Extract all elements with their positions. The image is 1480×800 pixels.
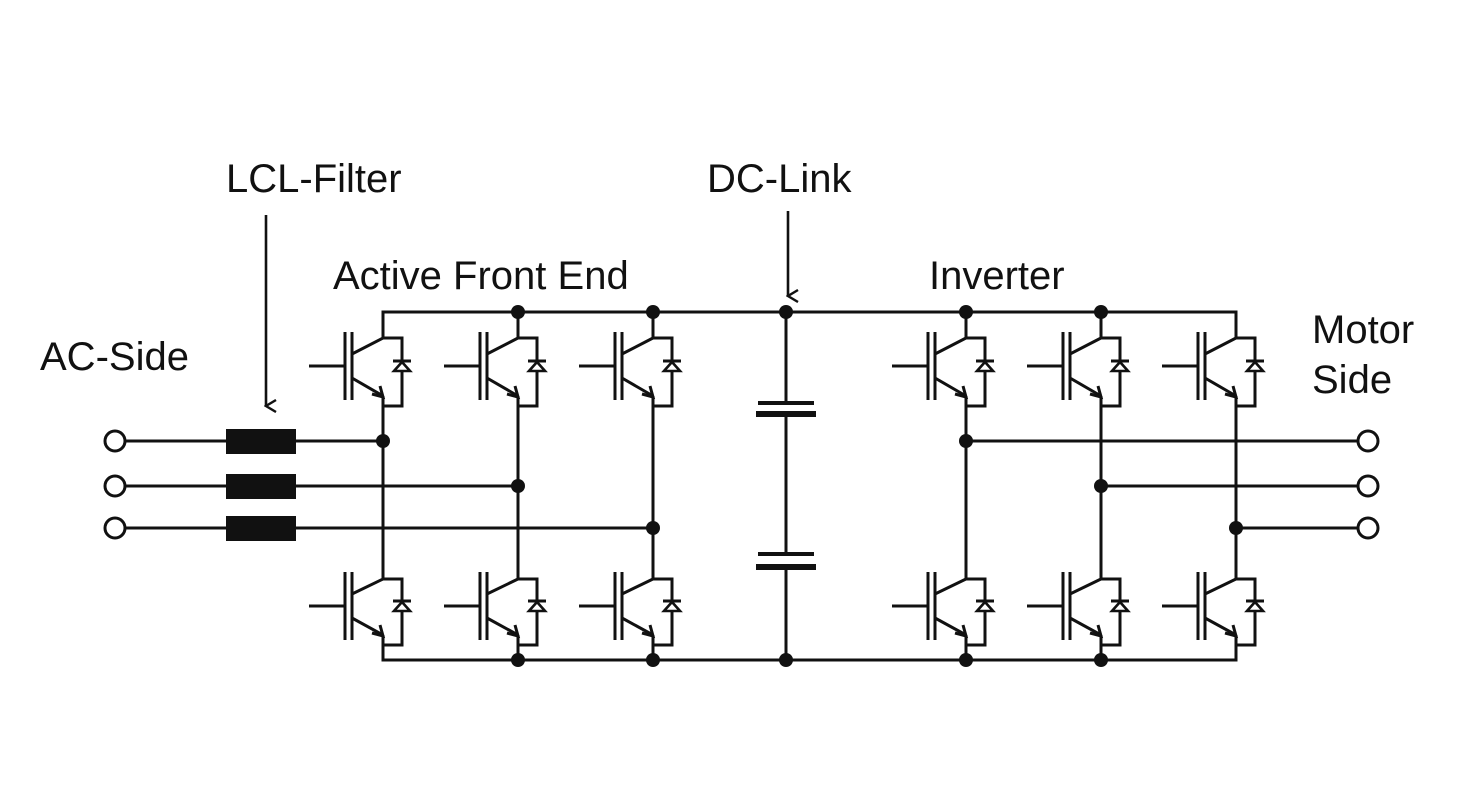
- inverter-leg-2-upper-switch: [1027, 326, 1131, 408]
- dc-link-label: DC-Link: [707, 157, 852, 201]
- capacitor-2-plate-top: [758, 552, 814, 556]
- junction-dot: [1094, 305, 1108, 319]
- diode-icon: [1244, 360, 1266, 373]
- capacitor-1-plate-bottom: [756, 411, 816, 417]
- collector-lead: [934, 336, 967, 356]
- inverter-leg-3: [1162, 312, 1266, 660]
- junction-dot: [1229, 521, 1243, 535]
- junction-dots: [376, 305, 1243, 667]
- junction-dot: [779, 653, 793, 667]
- emitter-lead: [934, 616, 967, 637]
- capacitor-1-plate-top: [758, 401, 814, 405]
- diode-icon: [974, 360, 996, 373]
- motor-terminal-phase-v: [1356, 474, 1380, 498]
- ac-side-group: [103, 429, 655, 541]
- lcl-inductor-phase-a: [226, 429, 296, 454]
- diode-icon: [974, 600, 996, 613]
- emitter-lead: [621, 616, 654, 637]
- emitter-lead: [1069, 616, 1102, 637]
- diode-icon: [391, 360, 413, 373]
- emitter-lead: [486, 376, 519, 398]
- afe-leg-1-lower-switch: [309, 567, 413, 647]
- motor-side-label-line1: Motor: [1312, 308, 1414, 352]
- junction-dot: [646, 305, 660, 319]
- afe-leg-2-lower-switch: [444, 567, 548, 647]
- active-front-end-label: Active Front End: [333, 254, 629, 298]
- emitter-lead: [486, 616, 519, 637]
- emitter-lead: [1204, 616, 1237, 637]
- diode-icon: [526, 360, 548, 373]
- collector-lead: [934, 577, 967, 596]
- junction-dot: [646, 521, 660, 535]
- ac-side-label: AC-Side: [40, 335, 189, 379]
- lcl-inductor-phase-c: [226, 516, 296, 541]
- junction-dot: [959, 653, 973, 667]
- emitter-lead: [351, 376, 384, 398]
- diode-icon: [526, 600, 548, 613]
- junction-dot: [646, 653, 660, 667]
- diode-icon: [1109, 600, 1131, 613]
- afe-leg-3-lower-switch: [579, 567, 683, 647]
- emitter-lead: [1204, 376, 1237, 398]
- afe-leg-1-upper-switch: [309, 326, 413, 408]
- inverter-leg-1-lower-switch: [892, 567, 996, 647]
- afe-leg-2-upper-switch: [444, 326, 548, 408]
- afe-leg-3-upper-switch: [579, 326, 683, 408]
- ac-terminal-phase-a: [103, 429, 127, 453]
- junction-dot: [1094, 479, 1108, 493]
- inverter-label: Inverter: [929, 254, 1065, 298]
- dc-link-capacitor-bank: [756, 310, 816, 662]
- junction-dot: [959, 305, 973, 319]
- collector-lead: [621, 577, 654, 596]
- inverter-leg-2-lower-switch: [1027, 567, 1131, 647]
- emitter-lead: [621, 376, 654, 398]
- lcl-filter-label: LCL-Filter: [226, 157, 402, 201]
- diode-icon: [391, 600, 413, 613]
- diode-icon: [661, 360, 683, 373]
- collector-lead: [1204, 336, 1237, 356]
- emitter-lead: [934, 376, 967, 398]
- motor-side-group: [964, 429, 1380, 540]
- junction-dot: [959, 434, 973, 448]
- junction-dot: [779, 305, 793, 319]
- collector-lead: [621, 336, 654, 356]
- motor-terminal-phase-w: [1356, 516, 1380, 540]
- diode-icon: [1244, 600, 1266, 613]
- capacitor-2-plate-bottom: [756, 564, 816, 570]
- dc-negative-rail: [381, 643, 1238, 662]
- inverter-leg-1: [892, 312, 996, 660]
- dc-positive-rail: [381, 310, 1238, 328]
- afe-leg-3: [579, 312, 683, 660]
- diode-icon: [661, 600, 683, 613]
- collector-lead: [486, 336, 519, 356]
- junction-dot: [511, 653, 525, 667]
- afe-leg-1: [309, 312, 413, 660]
- junction-dot: [511, 479, 525, 493]
- inverter-leg-1-upper-switch: [892, 326, 996, 408]
- collector-lead: [486, 577, 519, 596]
- inverter-leg-3-upper-switch: [1162, 326, 1266, 408]
- collector-lead: [1069, 336, 1102, 356]
- inverter-leg-2: [1027, 312, 1131, 660]
- emitter-lead: [351, 616, 384, 637]
- inverter-leg-3-lower-switch: [1162, 567, 1266, 647]
- lcl-inductor-phase-b: [226, 474, 296, 499]
- motor-side-label-line2: Side: [1312, 358, 1392, 402]
- ac-terminal-phase-c: [103, 516, 127, 540]
- junction-dot: [1094, 653, 1108, 667]
- collector-lead: [1204, 577, 1237, 596]
- emitter-lead: [1069, 376, 1102, 398]
- diode-icon: [1109, 360, 1131, 373]
- junction-dot: [376, 434, 390, 448]
- ac-terminal-phase-b: [103, 474, 127, 498]
- motor-terminal-phase-u: [1356, 429, 1380, 453]
- junction-dot: [511, 305, 525, 319]
- collector-lead: [351, 577, 384, 596]
- collector-lead: [1069, 577, 1102, 596]
- collector-lead: [351, 336, 384, 356]
